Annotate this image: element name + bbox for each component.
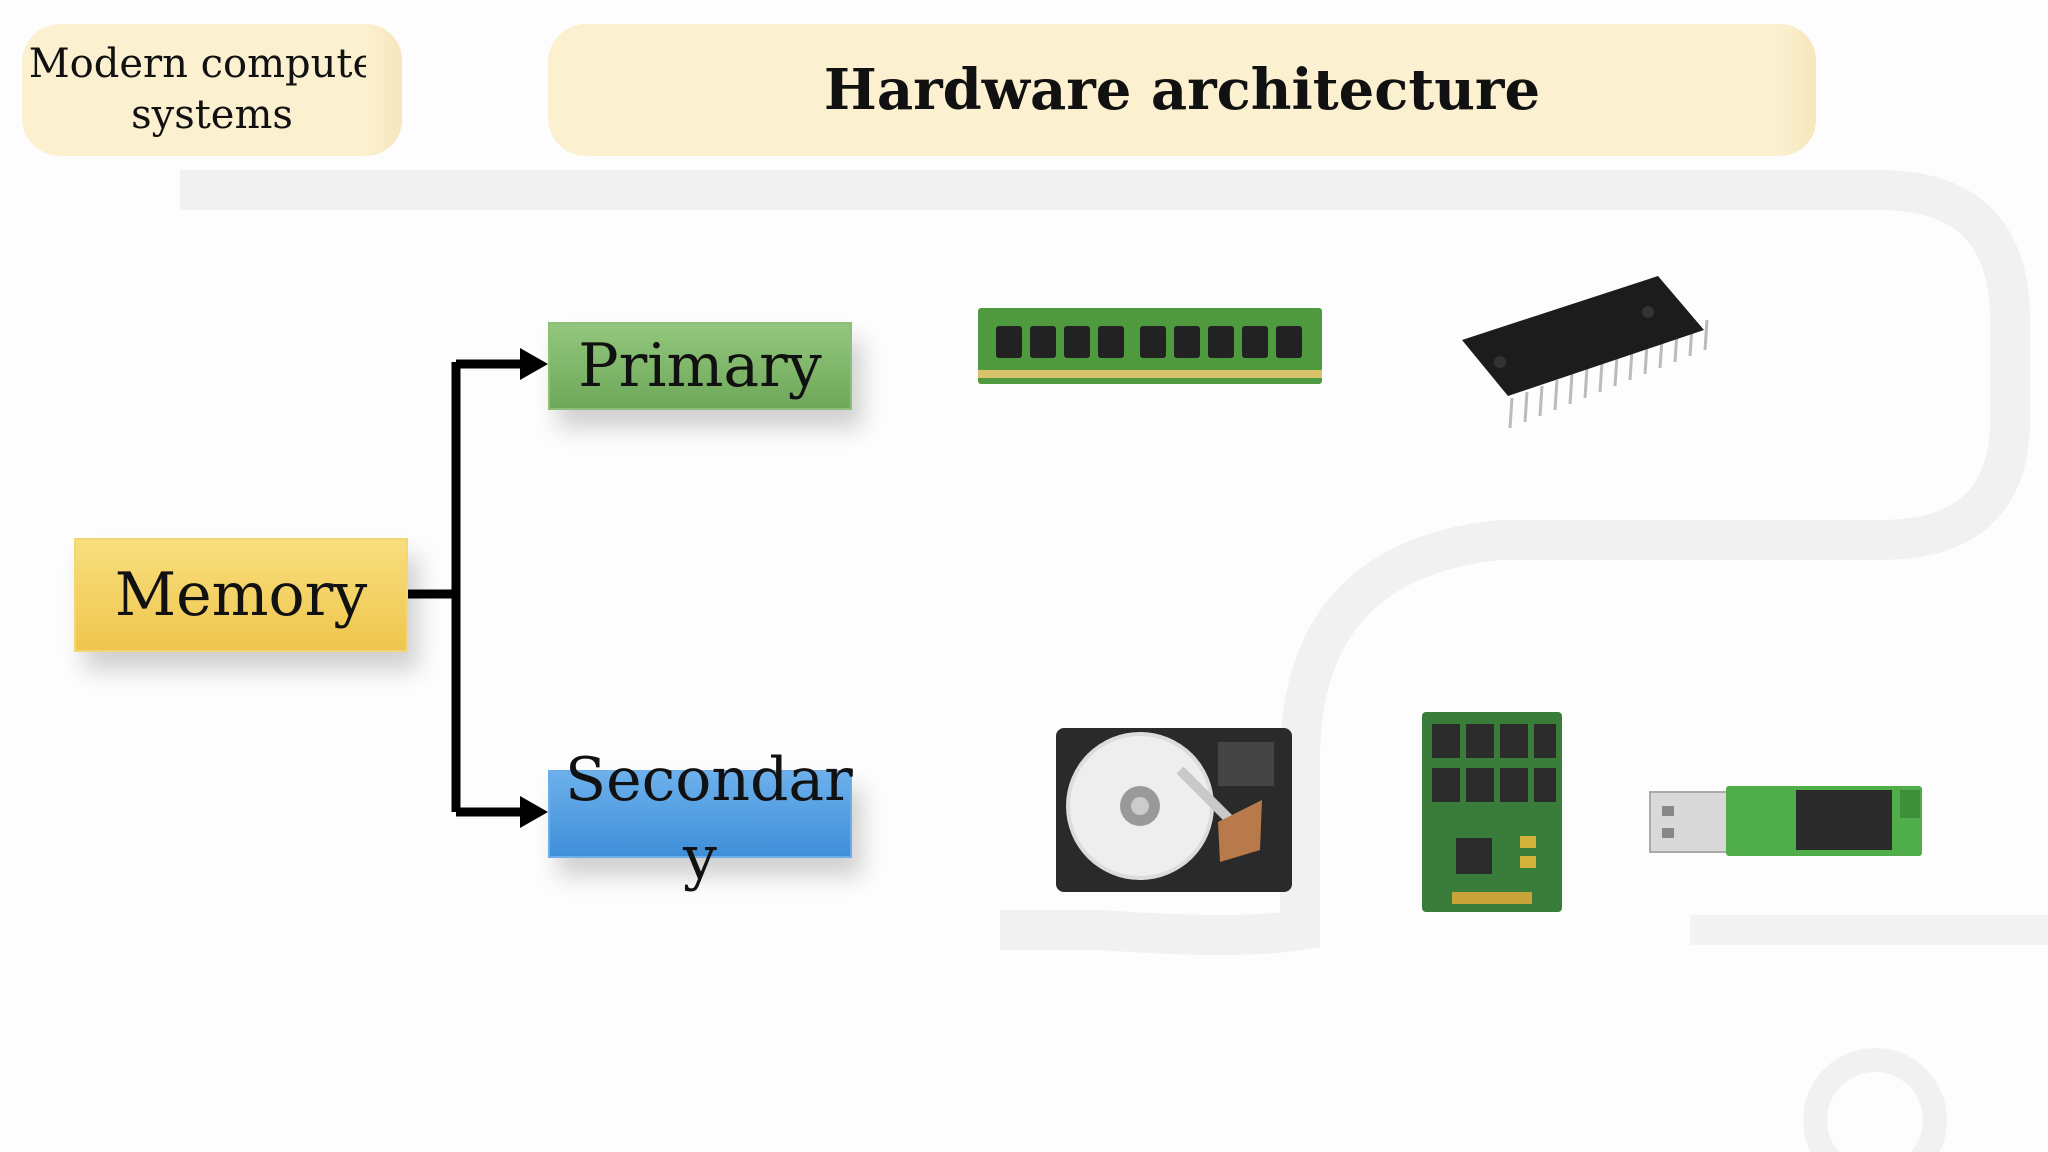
arrowhead-secondary	[520, 796, 548, 828]
page-title: Hardware architecture	[548, 24, 1816, 156]
memory-node: Memory	[74, 538, 408, 652]
section-label-text: Modern computer systems	[28, 41, 396, 138]
primary-node-label: Primary	[578, 331, 822, 401]
page-title-text: Hardware architecture	[823, 57, 1541, 123]
secondary-node: Secondar y	[548, 745, 853, 893]
primary-node: Primary	[548, 322, 852, 410]
arrowhead-primary	[520, 348, 548, 380]
secondary-node-label: Secondar y	[565, 745, 853, 893]
memory-node-label: Memory	[114, 560, 368, 630]
section-label: Modern computer systems	[22, 24, 402, 156]
